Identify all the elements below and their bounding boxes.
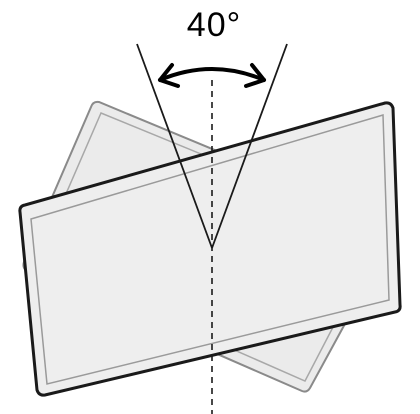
arrowhead-right-icon — [244, 63, 266, 88]
angle-lines — [136, 43, 288, 249]
angle-line-left — [136, 43, 213, 249]
front-panel — [18, 101, 402, 397]
angle-label: 40° — [187, 6, 241, 44]
angle-arc-arrow — [158, 63, 266, 88]
angle-arc — [158, 67, 266, 82]
front-panel-inner — [30, 114, 390, 385]
front-panel-outer — [18, 101, 402, 397]
angle-line-right — [211, 43, 288, 249]
arrowhead-left-icon — [158, 63, 180, 88]
